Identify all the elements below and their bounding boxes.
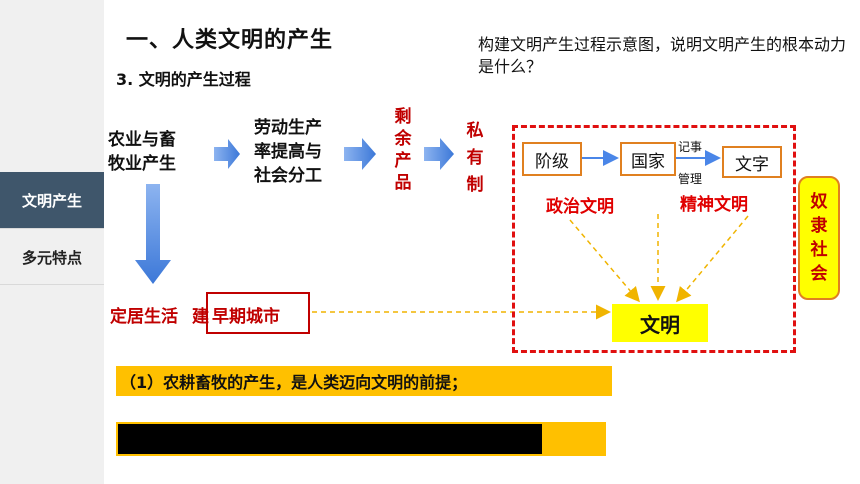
node-labor-line3: 社会分工: [254, 166, 322, 186]
slave-society-char: 隶: [810, 216, 828, 236]
label-slave-society: 奴 隶 社 会: [798, 176, 840, 300]
node-surplus-product: 剩 余 产 品: [392, 106, 414, 194]
flow-arrow-3: [424, 138, 454, 170]
node-agriculture: 农业与畜 牧业产生: [108, 128, 176, 176]
node-labor-line1: 劳动生产: [254, 118, 322, 138]
node-settled-life: 定居生活: [110, 307, 178, 327]
flow-arrow-2: [344, 138, 376, 170]
label-spiritual-civilization: 精神文明: [680, 195, 748, 215]
node-surplus-char: 余: [394, 129, 412, 149]
conclusion-bar-2: [116, 422, 606, 456]
node-labor-line2: 率提高与: [254, 142, 322, 162]
sidebar-item-origin[interactable]: 文明产生: [0, 172, 104, 228]
conclusion-text-1: （1）农耕畜牧的产生，是人类迈向文明的前提；: [120, 373, 468, 392]
node-private-char: 私: [466, 121, 484, 141]
slave-society-char: 社: [810, 240, 828, 260]
node-surplus-char: 品: [394, 173, 412, 193]
box-civilization: 文明: [612, 304, 708, 342]
box-class: 阶级: [522, 142, 582, 176]
box-state: 国家: [620, 142, 676, 176]
guiding-question: 构建文明产生过程示意图，说明文明产生的根本动力是什么？: [478, 35, 847, 76]
label-manage: 管理: [678, 172, 703, 186]
node-private-char: 制: [466, 175, 484, 195]
label-record: 记事: [678, 140, 703, 154]
section-subtitle: 3. 文明的产生过程: [116, 70, 251, 89]
node-surplus-char: 产: [394, 151, 412, 171]
node-settled-trail: 建: [192, 307, 209, 327]
sidebar-divider: [0, 284, 104, 285]
sidebar-item-label: 多元特点: [21, 248, 82, 267]
node-agriculture-line2: 牧业产生: [108, 154, 176, 174]
sidebar: 文明产生 多元特点: [0, 0, 104, 484]
sidebar-item-label: 文明产生: [21, 191, 82, 210]
slave-society-char: 会: [810, 264, 828, 284]
page-title: 一、人类文明的产生: [126, 28, 334, 53]
node-agriculture-line1: 农业与畜: [108, 130, 176, 150]
conclusion-bar-1: （1）农耕畜牧的产生，是人类迈向文明的前提；: [116, 366, 612, 396]
flow-arrow-1: [214, 139, 240, 169]
node-private-ownership: 私 有 制: [464, 118, 486, 199]
early-city-frame: [206, 292, 310, 334]
flow-arrow-down: [135, 184, 171, 284]
box-writing: 文字: [722, 146, 782, 178]
node-early-city: 早期城市: [212, 307, 280, 327]
arrow-spiritual-civ: [676, 215, 749, 303]
label-political-civilization: 政治文明: [546, 197, 614, 217]
node-surplus-char: 剩: [394, 107, 412, 127]
slave-society-frame: [512, 125, 796, 353]
node-labor-division: 劳动生产 率提高与 社会分工: [254, 116, 322, 188]
slave-society-char: 奴: [810, 192, 828, 212]
sidebar-item-diversity[interactable]: 多元特点: [0, 228, 104, 285]
redacted-answer: [118, 424, 542, 454]
node-private-char: 有: [466, 148, 484, 168]
